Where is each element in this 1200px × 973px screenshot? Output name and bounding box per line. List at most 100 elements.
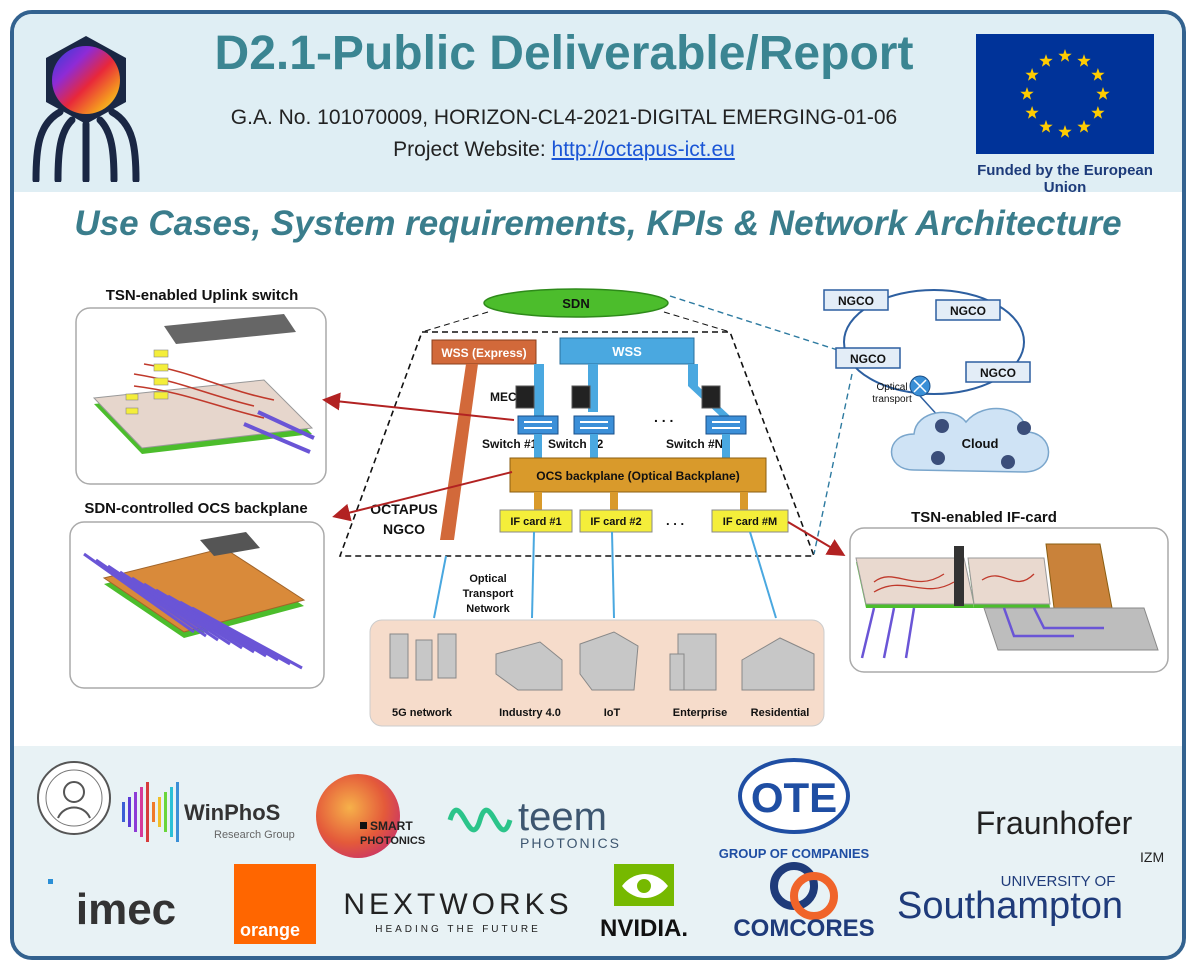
project-website-line: Project Website: http://octapus-ict.eu [164, 138, 964, 162]
poster-frame: D2.1-Public Deliverable/Report G.A. No. … [10, 10, 1186, 960]
winphos-bar [128, 797, 131, 827]
sdn-label: SDN [562, 296, 589, 311]
funded-by-eu: Funded by the European Union [977, 162, 1153, 196]
ifcard-chip [855, 543, 1159, 659]
arrow-to-ifcard [787, 521, 846, 557]
ocs-backplane [509, 457, 767, 493]
use-case-label: Enterprise [673, 707, 727, 719]
ngco-node-2: NGCO [950, 304, 986, 318]
orange-name: orange [240, 920, 300, 940]
ocs-fiber-line [83, 552, 195, 634]
optical-transport-icon [909, 375, 931, 397]
deliverable-title: D2.1-Public Deliverable/Report [214, 27, 914, 80]
switch-n-label: Switch #N [666, 437, 723, 451]
ote-name: OTE [751, 774, 837, 821]
sdn-controller [483, 288, 669, 318]
winphos-bar [158, 797, 161, 827]
eu-star-icon [1020, 87, 1034, 100]
ocs-fiber-line [119, 570, 231, 646]
eu-star-icon [1096, 87, 1110, 100]
cloud-label: Cloud [962, 436, 999, 451]
ngco-node-3: NGCO [850, 352, 886, 366]
if-card-m-label: IF card #M [723, 516, 777, 528]
if-card-2-label: IF card #2 [590, 516, 641, 528]
ocs-fiber-line [191, 606, 303, 670]
eu-star-icon [1039, 54, 1053, 67]
winphos-bar [134, 792, 137, 832]
otn-label-2: Transport [463, 588, 514, 600]
teem-photonics-logo: teem PHOTONICS [447, 795, 621, 851]
if-card-1-label: IF card #1 [510, 516, 561, 528]
use-case-label: IoT [604, 707, 621, 719]
winphos-bar [176, 782, 179, 842]
orange-logo [234, 864, 316, 944]
ngco-node-1: NGCO [838, 294, 874, 308]
sdn-link-right [663, 311, 731, 333]
optical-transport-label-2: transport [872, 394, 912, 405]
ngco-ring [843, 289, 1025, 395]
fraunhofer-name: Fraunhofer [976, 805, 1133, 841]
use-case-label: Industry 4.0 [499, 707, 561, 719]
poster-subtitle: Use Cases, System requirements, KPIs & N… [74, 204, 1122, 243]
eu-star-icon [1077, 119, 1091, 133]
wss-express-fiber [440, 364, 478, 540]
wss [559, 337, 695, 365]
southampton-univ: UNIVERSITY OF [1001, 873, 1116, 890]
ocs-fiber-line [95, 558, 207, 638]
winphos-bar [122, 802, 125, 822]
otn-label-1: Optical [469, 573, 506, 585]
sdn-ocs-label: SDN-controlled OCS backplane [84, 500, 307, 517]
octapus-node-boundary [338, 331, 816, 557]
octapus-ngco-label: NGCO [383, 521, 425, 537]
mec-label: MEC [490, 390, 517, 404]
smart-photonics-name-1: SMART [370, 819, 413, 833]
auth-seal-logo [37, 761, 111, 835]
website-link[interactable]: http://octapus-ict.eu [551, 138, 735, 161]
winphos-bar [140, 787, 143, 837]
winphos-bar [146, 782, 149, 842]
eu-star-icon [1058, 125, 1072, 138]
octapus-label: OCTAPUS [370, 501, 437, 517]
sdn-link-left [421, 311, 489, 333]
imec-name: imec [76, 885, 176, 934]
comcores-logo: COMCORES [733, 862, 875, 942]
winphos-bar [164, 792, 167, 832]
if-card-dots: . . . [666, 513, 684, 528]
ocs-backplane-chip [83, 532, 306, 670]
winphos-name: WinPhoS [184, 800, 280, 825]
winphos-bar [170, 787, 173, 837]
switch-1-label: Switch #1 [482, 437, 538, 451]
use-case-label: 5G network [392, 707, 453, 719]
winphos-bar [152, 802, 155, 822]
architecture-diagram: TSN-enabled Uplink switch SDN-controlled [69, 287, 1169, 727]
if-card-1 [499, 509, 573, 533]
southampton-name: Southampton [897, 885, 1123, 927]
eu-star-icon [1077, 54, 1091, 67]
partner-logos: WinPhoS Research Group SMART PHOTONICS t… [37, 758, 1164, 944]
if-card-2 [579, 509, 653, 533]
smart-photonics-name-2: PHOTONICS [360, 835, 425, 847]
uplink-switch-chip [92, 314, 315, 454]
teem-name: teem [518, 795, 607, 839]
partners-strip: WinPhoS Research Group SMART PHOTONICS t… [14, 746, 1182, 956]
imec-dot [48, 879, 53, 884]
cloud-dashed-link [813, 373, 853, 555]
ngco-nodes [823, 289, 1031, 383]
otn-label-3: Network [466, 603, 510, 615]
switch-n [705, 415, 747, 435]
nextworks-subtitle: HEADING THE FUTURE [375, 924, 541, 935]
wss-label: WSS [612, 344, 642, 359]
ote-subtitle: GROUP OF COMPANIES [719, 846, 870, 861]
eu-star-icon [1025, 68, 1039, 81]
ote-logo: OTE GROUP OF COMPANIES [719, 758, 870, 861]
nextworks-name: NEXTWORKS [343, 888, 572, 921]
website-label: Project Website: [393, 138, 546, 161]
eu-star-icon [1039, 119, 1053, 133]
sdn-ngco-link [669, 295, 851, 355]
arrow-to-ocs [332, 471, 513, 522]
switch-2 [573, 415, 615, 435]
header: D2.1-Public Deliverable/Report G.A. No. … [14, 14, 1182, 196]
grant-agreement-line: G.A. No. 101070009, HORIZON-CL4-2021-DIG… [230, 106, 898, 129]
ocs-fiber-line [107, 564, 219, 642]
teem-subtitle: PHOTONICS [520, 835, 621, 851]
